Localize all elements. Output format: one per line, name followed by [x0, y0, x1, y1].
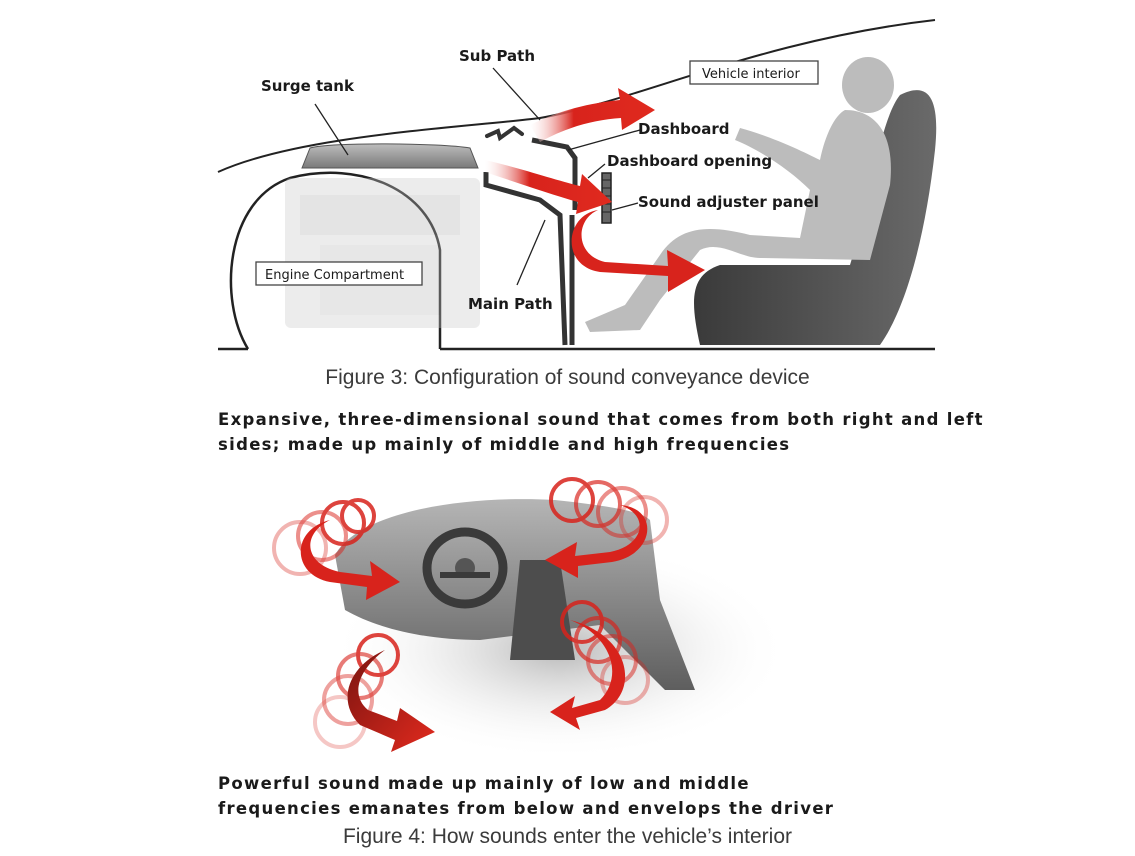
arrow-right-bottom — [550, 620, 626, 730]
vehicle-interior-box — [689, 60, 819, 85]
dashboard-shape — [531, 137, 578, 210]
figure4-bottom-description: Powerful sound made up mainly of low and… — [218, 771, 1018, 821]
label-engine-compartment: Engine Compartment — [265, 268, 404, 283]
label-dashboard: Dashboard — [638, 120, 729, 138]
label-sub-path: Sub Path — [459, 47, 535, 65]
dashboard-body — [335, 499, 695, 690]
interior-arrow — [571, 210, 705, 292]
seat — [694, 90, 937, 345]
arrow-left-bottom — [347, 650, 435, 752]
dashboard-arrow — [485, 160, 612, 214]
sub-path-leader — [492, 67, 541, 121]
label-main-path: Main Path — [468, 295, 553, 313]
main-path-duct — [483, 172, 568, 346]
label-surge-tank: Surge tank — [261, 77, 355, 95]
sub-path-duct — [485, 125, 524, 142]
figure4-bottom-line1: Powerful sound made up mainly of low and… — [218, 774, 750, 793]
label-vehicle-interior: Vehicle interior — [702, 67, 800, 82]
figure3-caption: Figure 3: Configuration of sound conveya… — [325, 366, 810, 389]
label-sound-adjuster-panel: Sound adjuster panel — [638, 193, 819, 211]
sound-adjuster-leader — [611, 202, 639, 211]
center-console — [510, 560, 575, 660]
wheel-arch — [229, 171, 442, 350]
arrow-left-top — [300, 520, 400, 600]
label-dashboard-opening: Dashboard opening — [607, 152, 772, 170]
sound-rings-right-bottom — [560, 600, 650, 705]
dashboard-leader — [567, 129, 641, 151]
arrow-right-top — [545, 505, 648, 578]
figure4-top-line2: sides; made up mainly of middle and high… — [218, 435, 791, 454]
engine-compartment-box — [255, 261, 423, 286]
sound-rings-right-top — [549, 477, 669, 545]
car-body-outline — [217, 19, 936, 173]
main-path-leader — [516, 219, 546, 286]
figure4-top-line1: Expansive, three-dimensional sound that … — [218, 410, 984, 429]
steering-wheel — [422, 527, 508, 609]
person-silhouette — [585, 57, 894, 332]
dashboard-opening-leader — [587, 163, 606, 179]
sub-path-arrow — [530, 88, 655, 142]
figure4-bottom-line2: frequencies emanates from below and enve… — [218, 799, 835, 818]
surge-tank-leader — [314, 103, 349, 156]
figure4-top-description: Expansive, three-dimensional sound that … — [218, 407, 1018, 457]
figure3-diagram: Surge tank Sub Path Vehicle interior Das… — [217, 19, 937, 351]
surge-tank — [301, 143, 479, 169]
sound-rings-left-bottom — [313, 633, 400, 749]
figure4-caption: Figure 4: How sounds enter the vehicle’s… — [342, 825, 792, 848]
